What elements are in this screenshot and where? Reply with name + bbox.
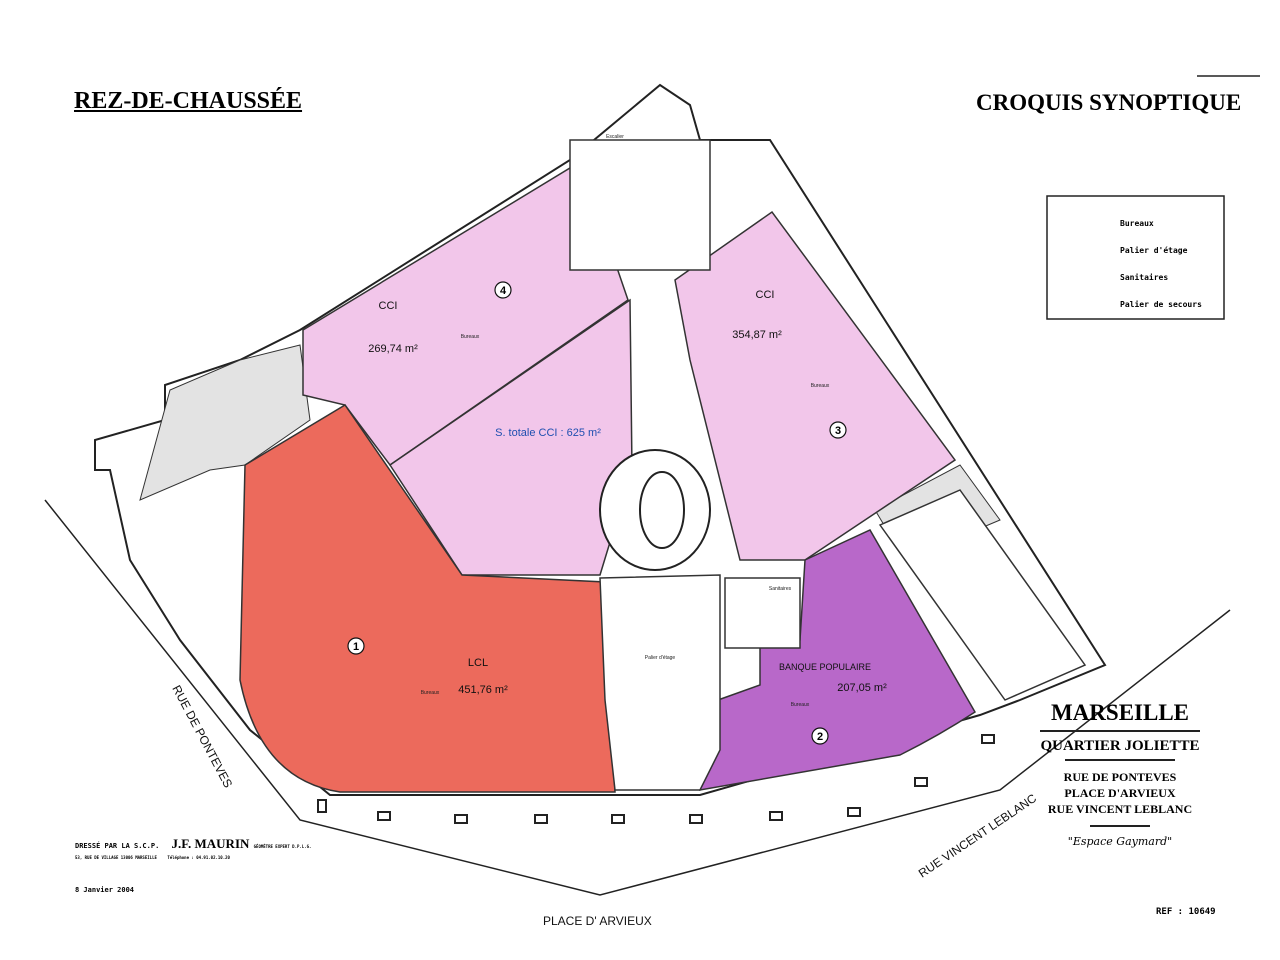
lot-3-number: 3 (835, 425, 841, 437)
lot-2-number: 2 (817, 731, 823, 743)
lot-1-number: 1 (353, 641, 359, 653)
legend-item-secours: Palier de secours (1120, 300, 1202, 309)
page-title-left: REZ-DE-CHAUSSÉE (74, 88, 303, 114)
lot-4-tenant: CCI (379, 300, 398, 312)
lot-2-area-label: 207,05 m² (837, 682, 887, 694)
city-title: MARSEILLE (1050, 700, 1190, 725)
surveyor-title: GÉOMÈTRE EXPERT D.P.L.G. (253, 844, 312, 849)
palier-area (599, 574, 721, 791)
lot-3-tenant: CCI (756, 289, 775, 301)
surveyor-phone: Téléphone : 04.91.02.10.20 (167, 855, 230, 860)
central-stair (599, 449, 711, 571)
address-line-1: RUE DE PONTEVES (1063, 770, 1177, 784)
lot-3-area-label: 354,87 m² (732, 329, 782, 341)
legend-item-palier: Palier d'étage (1120, 246, 1188, 255)
surveyor-prefix: DRESSÉ PAR LA S.C.P. (75, 842, 160, 850)
street-place-darvieux: PLACE D' ARVIEUX (543, 914, 652, 928)
legend-box (1046, 195, 1225, 320)
lot-4-use: Bureaux (461, 334, 480, 340)
sanitary-block (724, 577, 801, 649)
escalier-label: Escalier (606, 134, 624, 140)
address-line-2: PLACE D'ARVIEUX (1064, 786, 1176, 800)
legend-item-bureaux: Bureaux (1120, 219, 1154, 228)
sanitaires-label: Sanitaires (769, 586, 792, 592)
lot-1-tenant: LCL (468, 657, 488, 669)
legend-item-sanitaires: Sanitaires (1120, 273, 1169, 282)
lot-2-use: Bureaux (791, 702, 810, 708)
reference: REF : 10649 (1156, 907, 1216, 917)
district-title: QUARTIER JOLIETTE (1040, 738, 1200, 754)
title-block: MARSEILLE QUARTIER JOLIETTE RUE DE PONTE… (1020, 700, 1220, 848)
page-title-right: CROQUIS SYNOPTIQUE (976, 90, 1242, 115)
top-sanitary-block (569, 139, 711, 271)
surveyor-address: 53, RUE DE VILLAGE 13006 MARSEILLE (75, 855, 157, 860)
plan-date: 8 Janvier 2004 (75, 886, 135, 894)
surveyor-name: J.F. MAURIN (171, 836, 250, 851)
facade-pillars (317, 734, 995, 824)
lot-1-use: Bureaux (421, 690, 440, 696)
lot-4-number: 4 (500, 285, 507, 297)
address-line-3: RUE VINCENT LEBLANC (1047, 802, 1193, 816)
lot-1-area-label: 451,76 m² (458, 684, 508, 696)
central-stair-core (639, 471, 685, 549)
palier-label: Palier d'étage (645, 655, 676, 661)
lot-number-markers (347, 281, 847, 745)
lot-3-use: Bureaux (811, 383, 830, 389)
lot-2-area (699, 529, 977, 791)
cci-total-area: S. totale CCI : 625 m² (495, 427, 601, 439)
building-name: "Espace Gaymard" (1067, 835, 1173, 848)
lot-4-area-label: 269,74 m² (368, 343, 418, 355)
legend: Bureaux Palier d'étage Sanitaires Palier… (1120, 210, 1202, 318)
surveyor-block: DRESSÉ PAR LA S.C.P. J.F. MAURIN GÉOMÈTR… (75, 836, 311, 894)
lot-2-tenant: BANQUE POPULAIRE (779, 662, 871, 672)
right-utility-block (878, 489, 1087, 701)
